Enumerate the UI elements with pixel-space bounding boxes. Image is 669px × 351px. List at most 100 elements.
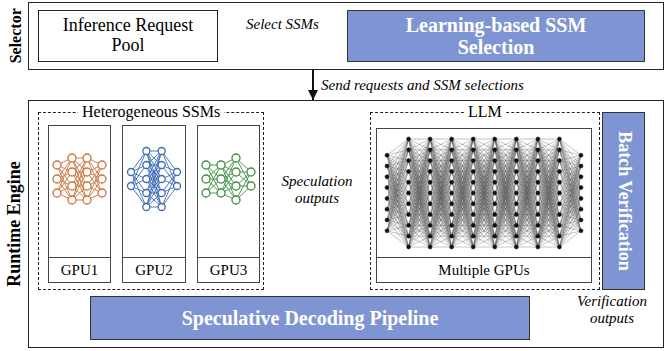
net-neuron	[407, 202, 411, 206]
net-neuron	[217, 161, 225, 169]
net-neuron	[514, 245, 518, 249]
net-neuron	[536, 245, 540, 249]
net-neuron	[493, 148, 497, 152]
net-neuron	[493, 234, 497, 238]
net-link	[387, 177, 409, 236]
net-link	[538, 139, 560, 247]
net-link	[495, 150, 517, 247]
net-link	[430, 193, 452, 247]
net-link	[452, 161, 474, 247]
net-neuron	[385, 186, 389, 190]
net-neuron	[68, 182, 76, 190]
net-neuron	[579, 196, 583, 200]
net-link	[452, 139, 474, 193]
net-link	[452, 139, 474, 236]
net-link	[387, 204, 409, 231]
net-neuron	[514, 148, 518, 152]
net-link	[495, 161, 517, 247]
net-link	[473, 139, 495, 193]
net-link	[430, 139, 452, 247]
net-neuron	[428, 223, 432, 227]
net-neuron	[68, 196, 76, 204]
net-link	[452, 182, 474, 247]
net-link	[495, 139, 517, 247]
net-link	[538, 193, 560, 247]
net-neuron	[514, 180, 518, 184]
net-link	[409, 182, 431, 247]
net-neuron	[536, 148, 540, 152]
net-neuron	[493, 169, 497, 173]
net-link	[559, 231, 581, 247]
net-link	[473, 193, 495, 247]
group-box: LLMMultiple GPUs	[370, 112, 600, 290]
net-neuron	[428, 159, 432, 163]
net-link	[559, 150, 581, 231]
net-link	[387, 150, 409, 231]
net-link	[430, 215, 452, 247]
net-link	[473, 204, 495, 247]
net-link	[409, 204, 431, 247]
band-heading: Runtime Engine	[5, 161, 25, 287]
net-link	[559, 155, 581, 160]
net-neuron	[143, 176, 150, 183]
net-link	[72, 158, 87, 200]
net-link	[387, 166, 409, 236]
net-link	[559, 150, 581, 155]
net-link	[387, 182, 409, 231]
net-neuron	[53, 189, 61, 197]
net-link	[452, 225, 474, 247]
net-link	[473, 139, 495, 140]
net-neuron	[557, 180, 561, 184]
net-neuron	[536, 202, 540, 206]
net-link	[538, 247, 560, 248]
net-neuron	[247, 168, 255, 176]
net-neuron	[579, 175, 583, 179]
neural-net-icon	[198, 140, 259, 218]
net-neuron	[471, 148, 475, 152]
group-heading: Heterogeneous SSMs	[78, 103, 224, 121]
net-neuron	[493, 191, 497, 195]
net-neuron	[217, 189, 225, 197]
net-neuron	[579, 218, 583, 222]
net-neuron	[493, 137, 497, 141]
net-neuron	[143, 204, 150, 211]
net-link	[430, 182, 452, 247]
net-link	[495, 171, 517, 247]
net-link	[495, 225, 517, 247]
net-neuron	[232, 182, 240, 190]
net-link	[516, 193, 538, 247]
box-label: Learning-based SSM Selection	[381, 14, 611, 58]
net-link	[430, 139, 452, 236]
net-link	[538, 161, 560, 247]
net-neuron	[493, 223, 497, 227]
net-neuron	[514, 169, 518, 173]
net-link	[452, 236, 474, 247]
net-link	[473, 150, 495, 247]
net-link	[387, 193, 409, 231]
net-neuron	[557, 191, 561, 195]
net-neuron	[514, 223, 518, 227]
net-link	[473, 139, 495, 236]
net-neuron	[428, 213, 432, 217]
net-link	[430, 204, 452, 247]
net-link	[409, 139, 431, 247]
net-neuron	[493, 159, 497, 163]
net-link	[146, 165, 161, 207]
net-link	[516, 150, 538, 247]
net-neuron	[579, 164, 583, 168]
net-neuron	[471, 202, 475, 206]
net-neuron	[385, 207, 389, 211]
net-neuron	[232, 168, 240, 176]
net-neuron	[557, 234, 561, 238]
net-link	[409, 139, 431, 236]
net-neuron	[514, 159, 518, 163]
net-neuron	[158, 176, 165, 183]
net-link	[538, 139, 560, 193]
net-neuron	[514, 191, 518, 195]
net-link	[538, 204, 560, 247]
gpu-label: GPU1	[49, 257, 110, 282]
connector-arrow	[312, 70, 314, 100]
net-link	[495, 247, 517, 248]
net-neuron	[407, 213, 411, 217]
net-link	[516, 150, 538, 247]
